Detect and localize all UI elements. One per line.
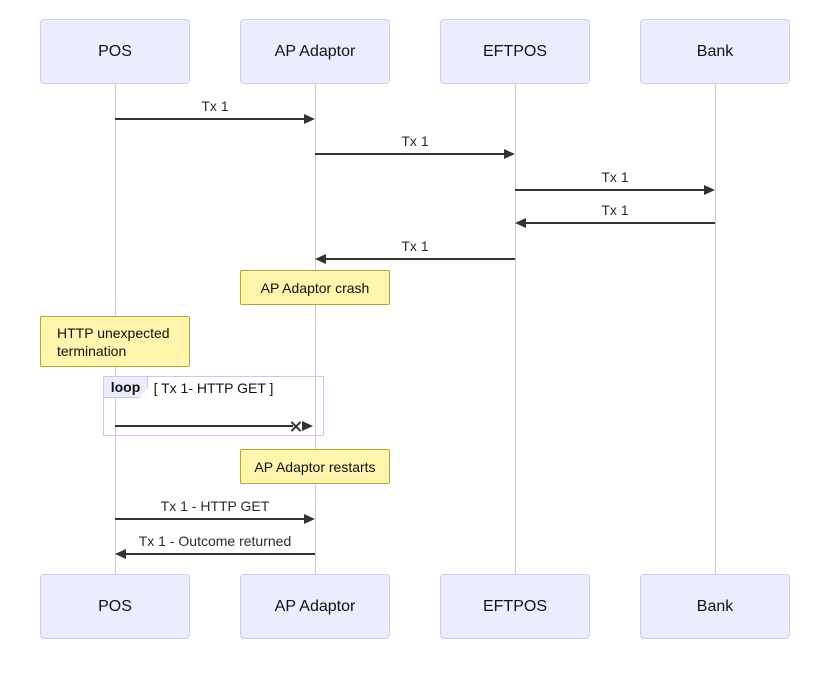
- participant-bottom-bank: Bank: [640, 574, 790, 639]
- participant-top-ap-adaptor: AP Adaptor: [240, 19, 390, 84]
- message-label: Tx 1: [601, 202, 629, 218]
- message-line: [126, 553, 315, 555]
- participant-bottom-pos: POS: [40, 574, 190, 639]
- participant-top-pos: POS: [40, 19, 190, 84]
- message-line: [326, 258, 515, 260]
- arrowhead-icon: [515, 218, 526, 228]
- message-line: [515, 189, 705, 191]
- arrowhead-icon: [704, 185, 715, 195]
- arrowhead-icon: [302, 421, 313, 431]
- loop-label-tab: loop: [103, 376, 148, 398]
- note-ap-adaptor-crash: AP Adaptor crash: [240, 270, 390, 305]
- participant-bottom-eftpos: EFTPOS: [440, 574, 590, 639]
- participant-bottom-ap-adaptor: AP Adaptor: [240, 574, 390, 639]
- arrowhead-icon: [315, 254, 326, 264]
- message-label: Tx 1: [201, 98, 229, 114]
- loop-frame: [103, 376, 324, 436]
- arrowhead-icon: [504, 149, 515, 159]
- message-line: [526, 222, 715, 224]
- message-label: Tx 1: [401, 133, 429, 149]
- message-line: [115, 118, 305, 120]
- note-ap-adaptor-restarts: AP Adaptor restarts: [240, 449, 390, 484]
- lifeline-bank: [715, 84, 716, 574]
- loop-condition: [ Tx 1- HTTP GET ]: [153, 380, 274, 396]
- lifeline-eftpos: [515, 84, 516, 574]
- note-http-unexpected-termination: HTTP unexpected termination: [40, 316, 190, 367]
- participant-top-eftpos: EFTPOS: [440, 19, 590, 84]
- message-line: [115, 425, 293, 427]
- message-label: Tx 1 - Outcome returned: [138, 533, 292, 549]
- message-line: [315, 153, 505, 155]
- arrowhead-icon: [304, 514, 315, 524]
- participant-top-bank: Bank: [640, 19, 790, 84]
- lifeline-ap-adaptor: [315, 84, 316, 574]
- message-label: Tx 1 - HTTP GET: [160, 498, 270, 514]
- arrowhead-icon: [304, 114, 315, 124]
- message-label: Tx 1: [401, 238, 429, 254]
- message-line: [115, 518, 305, 520]
- arrowhead-icon: [115, 549, 126, 559]
- message-label: Tx 1: [601, 169, 629, 185]
- cross-icon: [290, 421, 301, 432]
